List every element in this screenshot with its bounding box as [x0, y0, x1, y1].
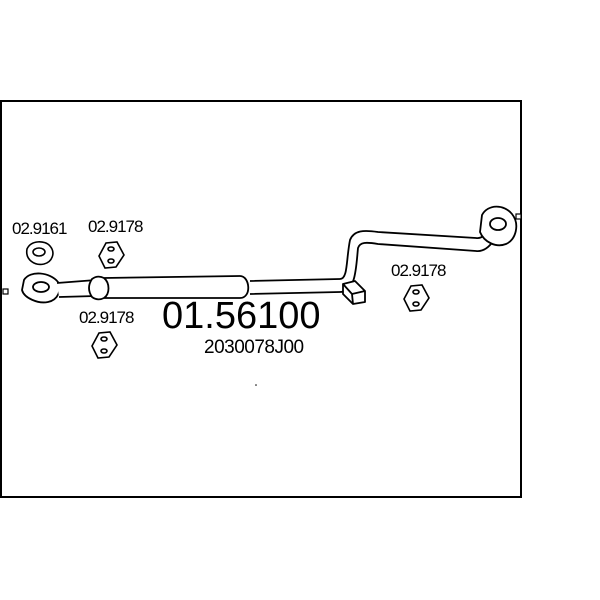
gasket-label: 02.9161 — [12, 219, 67, 238]
speck — [255, 384, 257, 386]
hanger-bottom-label: 02.9178 — [79, 308, 134, 327]
hanger-right-label: 02.9178 — [391, 261, 446, 280]
hanger-top-label: 02.9178 — [88, 217, 143, 236]
main-part-number: 01.56100 — [162, 295, 321, 337]
exhaust-pipe-icon — [21, 205, 518, 305]
diagram-frame — [0, 100, 522, 498]
rubber-hanger-icon — [91, 331, 118, 359]
frame-edge-markers — [2, 213, 522, 295]
rubber-hanger-icon — [98, 241, 125, 269]
oe-number: 2030078J00 — [204, 337, 304, 358]
rubber-hanger-icon — [403, 284, 430, 312]
gasket-icon — [25, 241, 54, 266]
